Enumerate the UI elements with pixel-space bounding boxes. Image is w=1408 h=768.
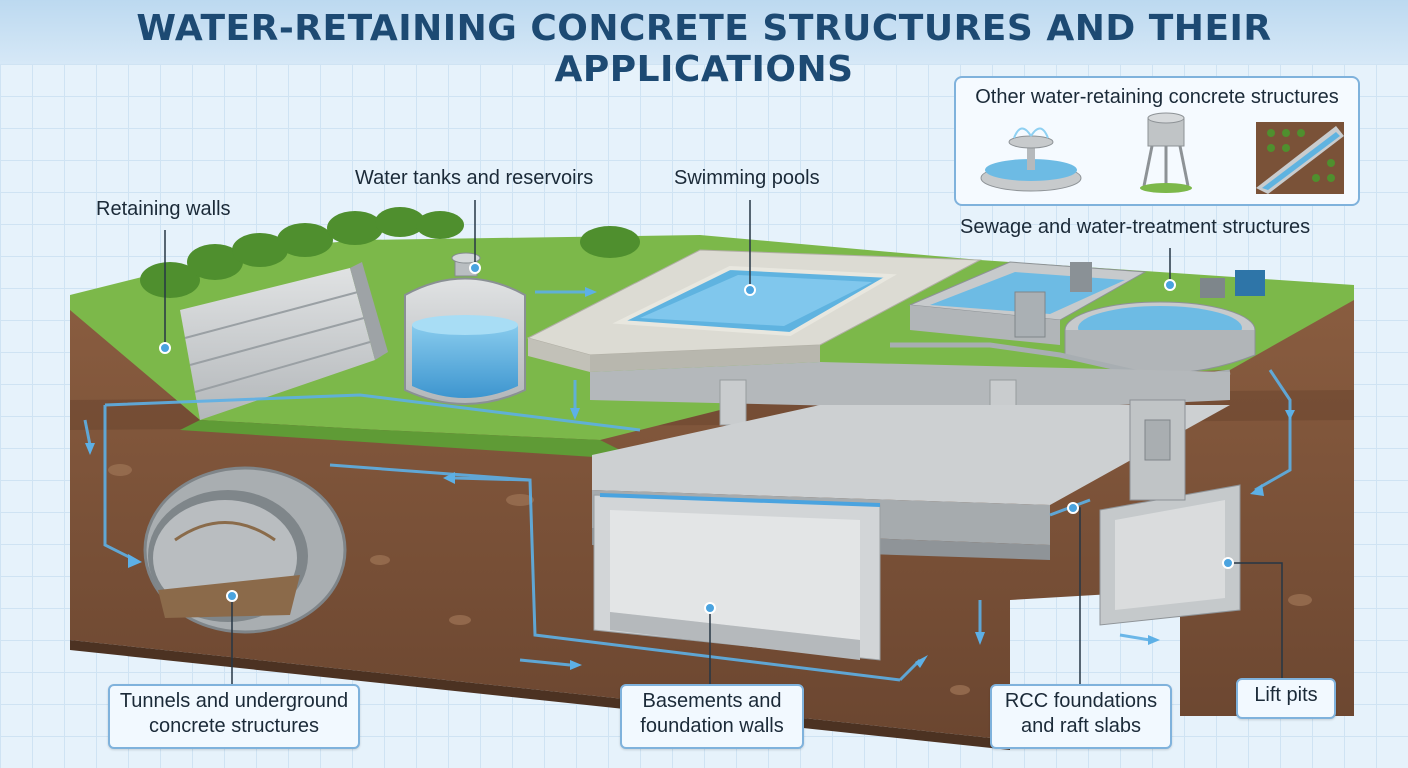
water-tank	[404, 252, 526, 405]
callout-basements-line2: foundation walls	[640, 715, 784, 737]
callout-tunnels-line1: Tunnels and underground	[119, 690, 349, 712]
label-retaining-walls: Retaining walls	[96, 198, 231, 220]
callout-lift-pits: Lift pits	[1236, 678, 1336, 719]
label-water-tanks: Water tanks and reservoirs	[355, 167, 594, 189]
callout-dots	[159, 262, 1234, 614]
callout-tunnels: Tunnels and underground concrete structu…	[108, 684, 360, 749]
retaining-wall	[180, 262, 388, 420]
other-structures-icons	[980, 112, 1344, 194]
title-banner	[0, 0, 1408, 64]
tunnel	[143, 466, 347, 634]
other-structures-title: Other water-retaining concrete structure…	[975, 86, 1339, 108]
fountain-icon	[980, 127, 1082, 192]
label-sewage-structures: Sewage and water-treatment structures	[960, 216, 1311, 238]
callout-basements: Basements and foundation walls	[620, 684, 804, 749]
swimming-pool	[526, 249, 982, 372]
basement-structure	[590, 362, 1241, 661]
other-structures-panel: Other water-retaining concrete structure…	[954, 76, 1360, 206]
callout-basements-line1: Basements and	[642, 690, 782, 712]
page-title: WATER-RETAINING CONCRETE STRUCTURES AND …	[136, 8, 1272, 90]
irrigation-channel-icon	[1256, 122, 1344, 194]
callout-rcc-line2: and raft slabs	[1020, 715, 1142, 737]
callout-rcc-line1: RCC foundations	[1004, 690, 1158, 712]
water-tower-icon	[1140, 112, 1192, 193]
sewage-treatment-plant	[890, 261, 1265, 383]
label-swimming-pools: Swimming pools	[674, 167, 820, 189]
callout-tunnels-line2: concrete structures	[148, 715, 320, 737]
flow-arrowheads	[85, 287, 1295, 670]
callout-rcc-foundations: RCC foundations and raft slabs	[990, 684, 1172, 749]
